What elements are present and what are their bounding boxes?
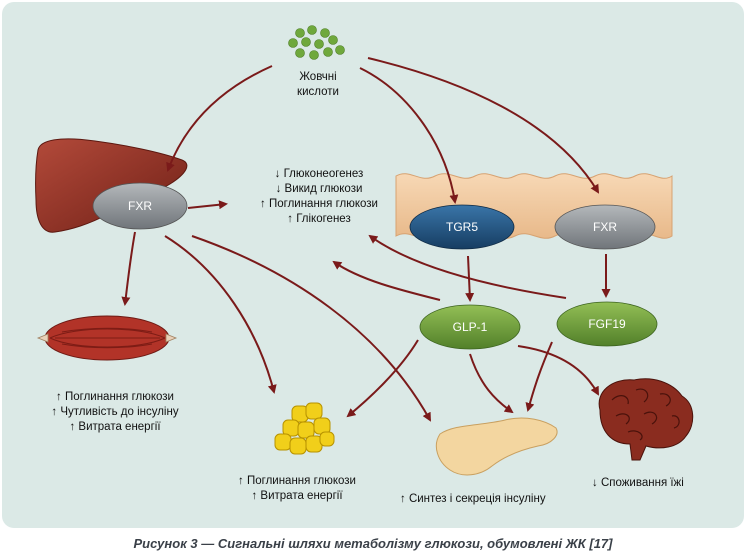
arrow-fxr-to-pancreas xyxy=(191,235,431,422)
brain-icon xyxy=(598,378,694,461)
arrow-fgf19-to-pancreas xyxy=(525,341,553,412)
svg-text:FGF19: FGF19 xyxy=(588,317,626,331)
fat-effect-item: ↑ Витрата енергії xyxy=(251,490,343,502)
liver-effect-item: ↑ Глікогенез xyxy=(287,213,351,225)
pancreas-effect-label: ↑ Синтез і секреція інсуліну xyxy=(400,493,546,505)
arrow-fxr-to-fat xyxy=(164,235,277,394)
arrow-fgf19-to-liver-effects xyxy=(368,234,567,299)
liver-effects-list: ↓ Глюконеогенез ↓ Викид глюкози ↑ Поглин… xyxy=(244,167,394,227)
pancreas-icon xyxy=(435,417,558,476)
muscle-effect-item: ↑ Поглинання глюкози xyxy=(56,391,174,403)
brain-effect-label: ↓ Споживання їжі xyxy=(592,477,684,489)
arrow-glp1-to-liver-effects xyxy=(332,260,441,301)
svg-text:TGR5: TGR5 xyxy=(446,220,478,234)
figure-caption: Рисунок 3 — Сигнальні шляхи метаболізму … xyxy=(133,536,613,551)
fxr-liver-node: FXR xyxy=(92,182,188,230)
liver-effect-item: ↓ Глюконеогенез xyxy=(274,168,364,180)
tgr5-node: TGR5 xyxy=(409,204,515,250)
svg-text:GLP-1: GLP-1 xyxy=(453,320,488,334)
svg-text:FXR: FXR xyxy=(128,199,152,213)
glp1-node: GLP-1 xyxy=(419,304,521,350)
muscle-effect-item: ↑ Чутливість до інсуліну xyxy=(51,406,179,418)
fxr-intestine-node: FXR xyxy=(554,204,656,250)
bile-acids-label: Жовчні кислоти xyxy=(288,70,348,100)
arrow-fxr-to-muscle xyxy=(121,231,136,306)
muscle-icon xyxy=(36,315,178,361)
arrow-glp1-to-fat xyxy=(346,339,419,418)
bile-acids-label-line1: Жовчні xyxy=(299,71,337,83)
arrow-glp1-to-brain xyxy=(517,345,599,396)
fat-effect-item: ↑ Поглинання глюкози xyxy=(238,475,356,487)
arrow-bile-to-tgr5 xyxy=(359,67,459,204)
bile-acids-label-line2: кислоти xyxy=(297,86,339,98)
arrow-fxr-to-liver-effects xyxy=(187,200,228,210)
muscle-effect-item: ↑ Витрата енергії xyxy=(69,421,161,433)
fat-effects-list: ↑ Поглинання глюкози ↑ Витрата енергії xyxy=(222,474,372,504)
arrow-bile-to-liver-fxr xyxy=(166,65,273,172)
liver-effect-item: ↑ Поглинання глюкози xyxy=(260,198,378,210)
liver-effect-item: ↓ Викид глюкози xyxy=(275,183,363,195)
fat-tissue-icon xyxy=(274,402,335,455)
bile-acids-icon xyxy=(288,25,345,60)
muscle-effects-list: ↑ Поглинання глюкози ↑ Чутливість до інс… xyxy=(30,390,200,435)
fgf19-node: FGF19 xyxy=(556,301,658,347)
arrow-bile-to-intestine-fxr xyxy=(367,57,600,194)
svg-text:FXR: FXR xyxy=(593,220,617,234)
arrow-glp1-to-pancreas xyxy=(469,353,514,414)
pathway-diagram: FXR TGR5 FXR GLP-1 FGF19 xyxy=(35,25,694,476)
